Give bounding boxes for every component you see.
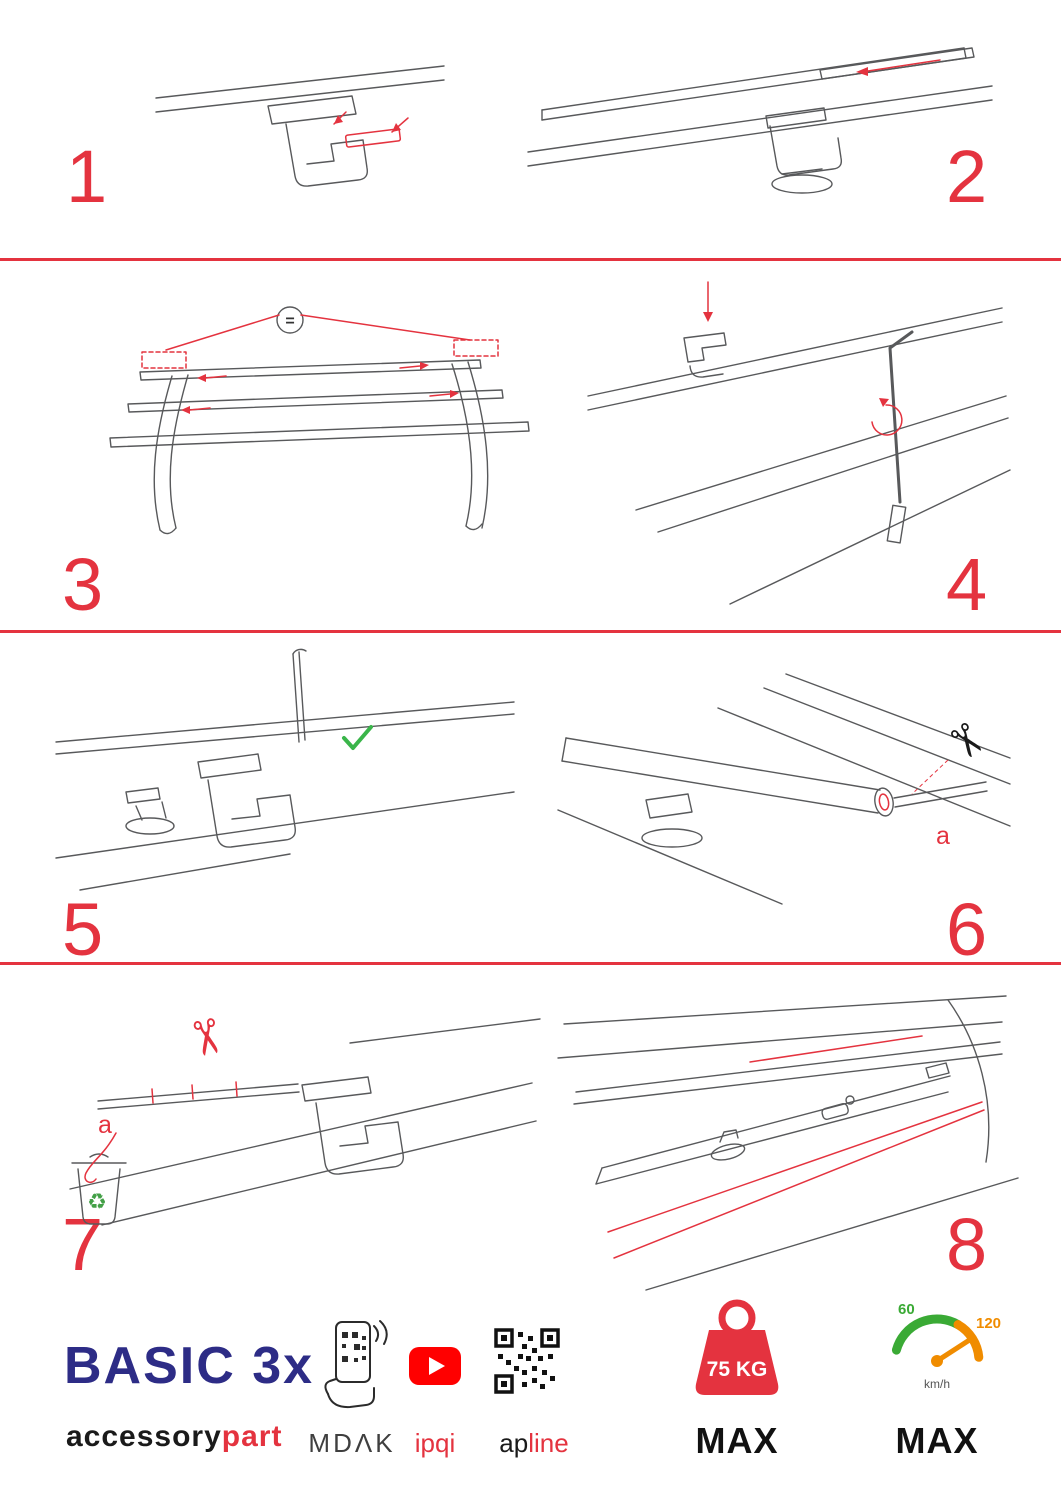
step-7-number: 7 [62,1203,104,1286]
apline-part-black: ap [499,1428,529,1458]
spacing-dimension-marks [141,314,499,414]
cut-line [911,759,949,795]
step-6-illustration: ✂ a [557,673,1011,905]
speed-tick-low: 60 [898,1301,915,1318]
weight-max-label: MAX [695,1420,779,1461]
step-4-number: 4 [946,543,988,626]
step-3-illustration: = [109,306,530,535]
speed-max-label: MAX [895,1420,979,1461]
youtube-icon [409,1347,461,1385]
scan-phone-icon [324,1320,388,1409]
section-divider [0,258,1061,261]
scissors-icon: ✂ [935,713,996,771]
logo-apline: apline [484,1428,584,1459]
step-4-illustration [587,281,1011,605]
step-2-number: 2 [946,135,988,218]
product-name: BASIC 3x [64,1337,315,1395]
step-6-number: 6 [946,888,988,971]
scissors-icon: ✂ [175,1013,235,1063]
weight-limit-icon: 75 KG [695,1299,779,1395]
step-8-illustration [557,995,1019,1291]
brand-part-red: part [221,1420,283,1453]
insert-plate-highlight [333,111,409,148]
cut-label-a: a [98,1111,112,1139]
equal-spacing-symbol: = [285,313,294,330]
apline-part-red: line [528,1428,569,1458]
step-8-number: 8 [946,1203,988,1286]
press-and-turn-arrows [703,281,903,436]
speed-tick-high: 120 [976,1315,1001,1332]
check-icon [342,725,373,750]
step-5-illustration [55,648,515,891]
alignment-guide-lines [607,1035,985,1259]
logo-mdak: MDΛK [308,1428,396,1458]
step-5-number: 5 [62,888,104,971]
logo-ipqi: ipqi [414,1428,456,1458]
section-divider [0,630,1061,633]
allen-key [888,330,914,504]
weight-value: 75 KG [707,1358,768,1381]
recycle-icon: ♻ [87,1189,107,1214]
cut-strip-end [878,793,890,811]
speedometer-needle [934,1336,974,1364]
qr-code [492,1326,562,1396]
speed-unit: km/h [924,1377,950,1391]
slide-direction-arrow [856,59,941,76]
step-3-number: 3 [62,543,104,626]
step-7-illustration: ✂ a ♻ [69,1013,541,1226]
brand-logo: accessorypart [66,1420,282,1454]
cut-marks [84,1081,238,1184]
step-1-illustration [155,65,445,187]
brand-part-black: accessory [66,1420,222,1453]
cut-label-a: a [936,822,950,850]
step-2-illustration [527,47,993,194]
step-1-number: 1 [66,135,108,218]
section-divider [0,962,1061,965]
speed-limit-icon: 60 120 km/h [891,1301,1001,1391]
